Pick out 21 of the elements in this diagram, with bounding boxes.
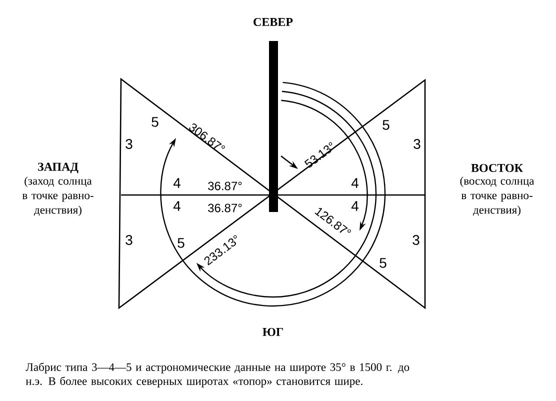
- side-length-number: 5: [382, 120, 390, 130]
- angle-label: 36.87°: [208, 204, 242, 212]
- side-length-number: 3: [414, 139, 420, 149]
- direction-label: СЕВЕР: [254, 18, 293, 26]
- side-length-number: 4: [173, 201, 180, 211]
- side-length-number: 3: [126, 235, 132, 245]
- side-length-number: 4: [351, 201, 358, 211]
- side-length-number: 4: [351, 178, 358, 188]
- side-length-number: 5: [380, 258, 386, 268]
- side-length-number: 4: [173, 178, 180, 188]
- direction-label: ВОСТОК: [471, 164, 523, 172]
- direction-note: (восход солнца в точке равно- денствия): [460, 176, 534, 216]
- side-length-number: 3: [412, 235, 420, 245]
- direction-label: ЗАПАД: [38, 162, 78, 174]
- caption: Лабрис типа 3—4—5 и астрономические данные на широте 35° в 1500 г. до н.э. В более высоких северных широтах «топор» становится шире.: [26, 362, 410, 388]
- side-length-number: 3: [126, 139, 132, 149]
- direction-note: (заход солнца в точке равно- денствия): [22, 176, 94, 216]
- angle-label: 36.87°: [208, 182, 242, 190]
- side-length-number: 5: [178, 238, 184, 248]
- direction-label: ЮГ: [262, 328, 283, 336]
- side-length-number: 5: [152, 117, 158, 127]
